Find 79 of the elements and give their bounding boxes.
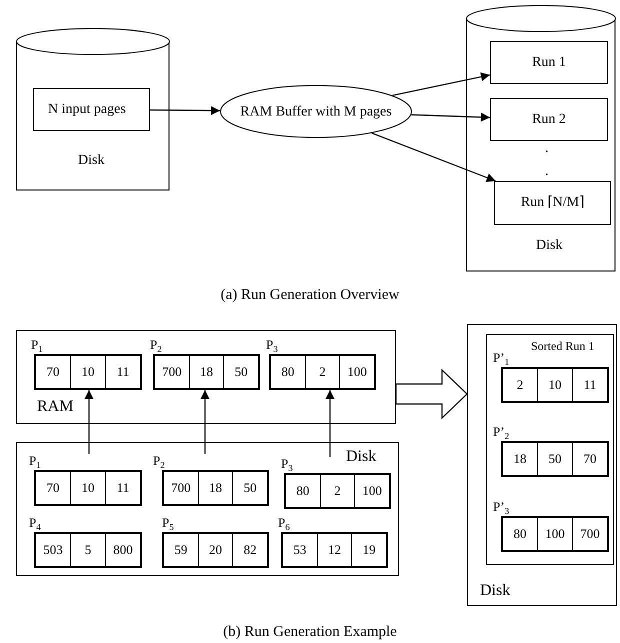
disk-panel: [467, 324, 617, 606]
page-value: 80: [512, 525, 528, 543]
page-value: 70: [46, 479, 60, 497]
page-value: 19: [351, 534, 386, 566]
ram-panel: [16, 330, 396, 424]
arrow: [326, 390, 334, 457]
page-value: 100: [339, 356, 374, 388]
page-value: 59: [173, 541, 188, 559]
run-box: [490, 41, 608, 84]
page-value: 12: [316, 534, 352, 566]
page-value: 10: [70, 472, 105, 504]
page-value: 20: [198, 534, 232, 566]
arrow: [150, 106, 220, 116]
page-label: P’$_{1}$: [493, 351, 510, 366]
page-value: 2: [304, 356, 340, 388]
page-label: P$_{6}$: [278, 516, 290, 530]
block-arrow: [395, 368, 468, 420]
run-label: Run 2: [531, 112, 567, 128]
page-value: 50: [232, 472, 268, 504]
page-value: 100: [537, 518, 572, 550]
disk-label: Disk: [480, 582, 510, 600]
ram-label: RAM: [37, 398, 74, 416]
page-label: P’$_{3}$: [493, 500, 510, 514]
page-label: P$_{5}$: [162, 516, 174, 530]
ellipse-text: RAM Buffer with M pages: [239, 104, 393, 120]
arrow: [411, 112, 490, 122]
page-label: P$_{1}$: [29, 454, 41, 468]
page-value: 5: [70, 534, 105, 566]
run-label: Run ⌈N/M⌉: [520, 195, 586, 210]
page-value: 700: [170, 479, 192, 497]
page-label: P$_{2}$: [150, 338, 162, 352]
arrow: [84, 390, 94, 454]
page-value: 80: [280, 363, 296, 381]
ellipsis-dot: .: [545, 164, 548, 180]
page-value: 80: [295, 482, 310, 500]
run-box: [490, 98, 608, 141]
page-value: 2: [516, 376, 524, 394]
data-box: [33, 88, 150, 131]
page-value: 100: [354, 475, 390, 507]
page-value: 18: [512, 450, 528, 468]
run-box: [494, 181, 611, 225]
page-value: 700: [161, 363, 183, 381]
page-value: 18: [198, 472, 232, 504]
ellipsis-dot: .: [545, 141, 548, 156]
page-label: P$_{3}$: [281, 457, 293, 472]
page-value: 70: [572, 443, 607, 475]
page-value: 10: [537, 369, 572, 401]
page-value: 11: [572, 369, 607, 401]
run-title: Sorted Run 1: [531, 340, 594, 354]
page-value: 18: [188, 356, 224, 388]
page-value: 700: [572, 518, 607, 550]
subfigure-caption: (a) Run Generation Overview: [220, 287, 400, 304]
page-value: 10: [70, 356, 105, 388]
page-value: 50: [537, 443, 572, 475]
arrow: [392, 72, 490, 96]
page-label: P$_{3}$: [266, 338, 278, 352]
page-label: P$_{1}$: [31, 338, 43, 352]
page-value: 2: [320, 475, 354, 507]
page-value: 800: [105, 534, 140, 566]
page-label: P$_{4}$: [29, 516, 41, 530]
run-panel: [486, 334, 614, 565]
page-value: 53: [292, 541, 308, 559]
disk-label: Disk: [536, 238, 562, 254]
arrow: [200, 390, 210, 454]
page-value: 70: [46, 363, 60, 381]
page-value: 11: [105, 356, 140, 388]
run-label: Run 1: [531, 55, 567, 70]
page-value: 82: [232, 534, 268, 566]
disk-label: Disk: [346, 448, 376, 466]
page-label: P$_{2}$: [153, 454, 165, 468]
disk-panel: [16, 442, 399, 576]
box-text: N input pages: [48, 102, 126, 118]
page-value: 50: [223, 356, 258, 388]
arrow: [372, 132, 496, 182]
page-label: P’$_{2}$: [493, 425, 510, 440]
page-value: 503: [42, 541, 64, 559]
subfigure-caption: (b) Run Generation Example: [223, 624, 397, 640]
disk-label: Disk: [78, 153, 104, 168]
page-value: 11: [105, 472, 140, 504]
